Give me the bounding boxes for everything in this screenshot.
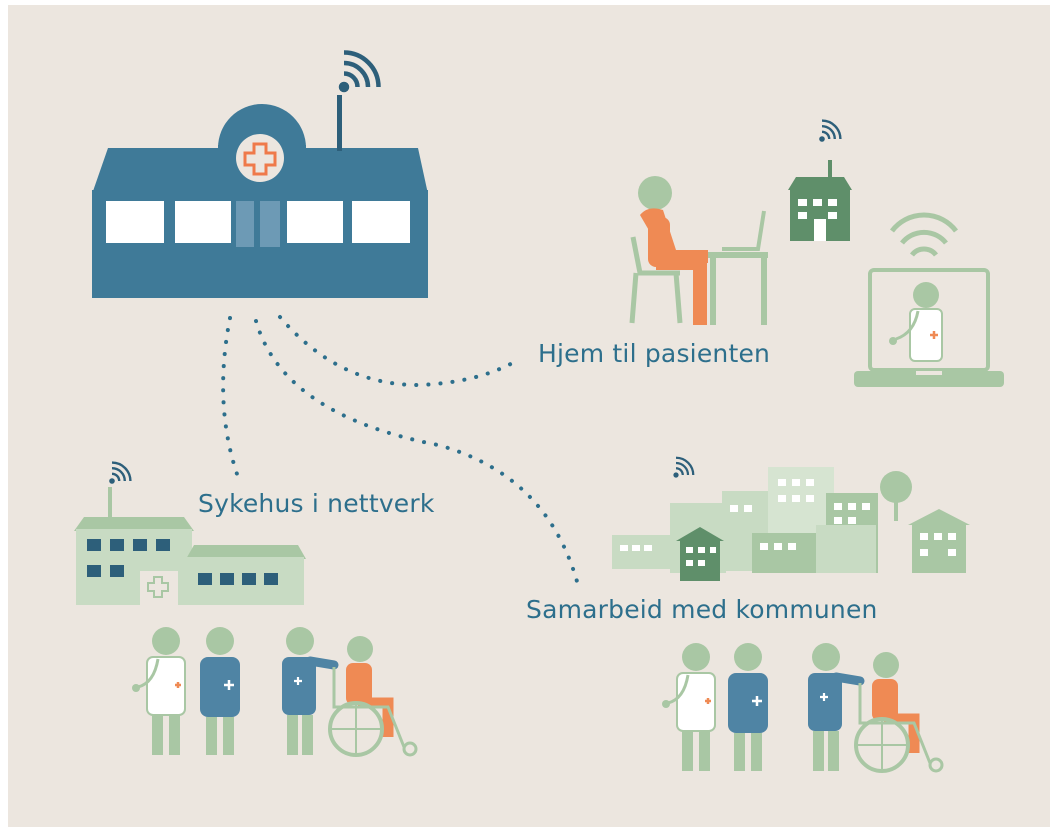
hospital-icon (92, 95, 428, 298)
person-at-laptop-icon (629, 176, 768, 325)
network-hospital-icon (74, 487, 306, 605)
label-home-to-patient: Hjem til pasienten (538, 339, 771, 368)
label-municipality-collaboration: Samarbeid med kommunen (526, 595, 878, 624)
illustration-canvas: Hjem til pasienten Sykehus i nettverk Sa… (8, 5, 1050, 827)
label-hospital-network: Sykehus i nettverk (198, 489, 435, 518)
doctor-video-call-laptop-icon (854, 212, 1004, 387)
connection-lines (221, 315, 580, 587)
city-buildings-icon (612, 467, 970, 581)
illustration: Hjem til pasienten Sykehus i nettverk Sa… (74, 5, 1004, 827)
tree-icon (880, 471, 912, 521)
small-building-icon (788, 160, 852, 241)
